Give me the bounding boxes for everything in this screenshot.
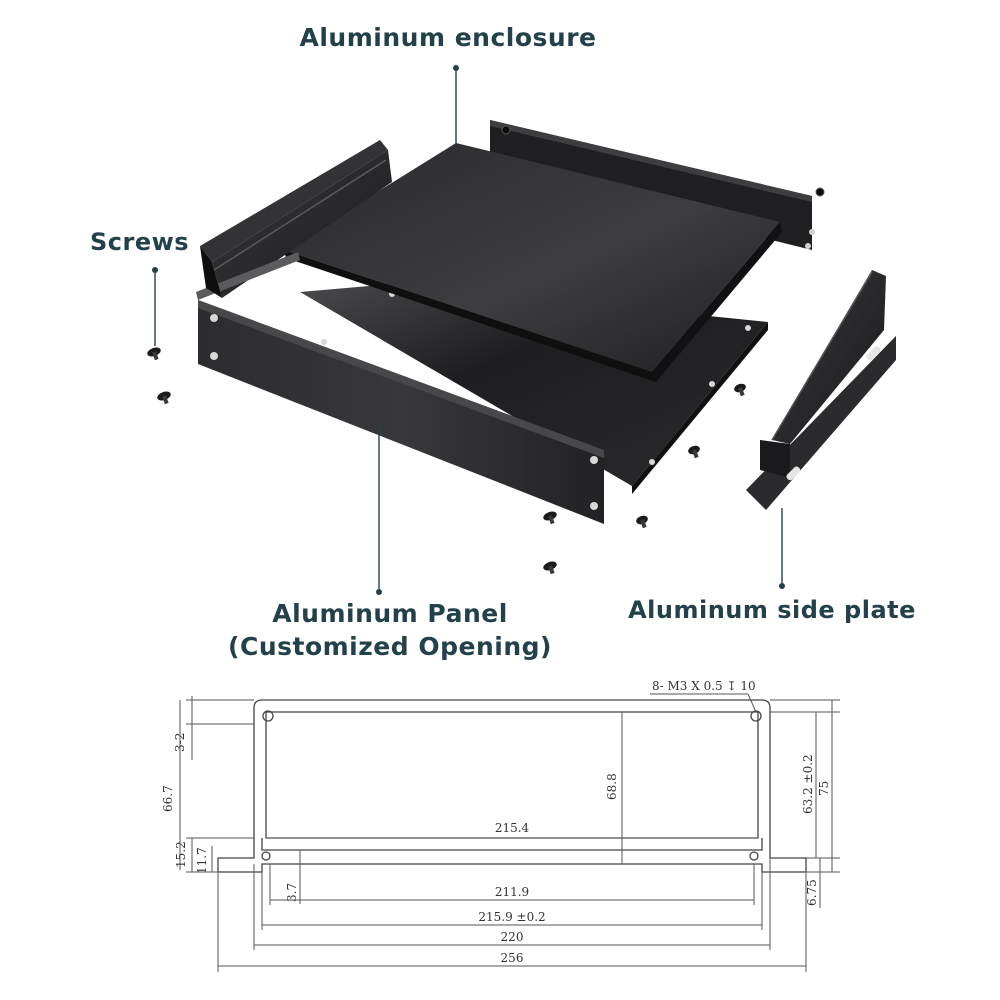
profile-outline <box>217 699 807 873</box>
screw <box>688 445 700 459</box>
screw <box>734 383 746 397</box>
callout-screws: Screws <box>90 228 189 256</box>
dim-63-2: 63.2 ±0.2 <box>801 754 815 814</box>
screws-group <box>147 347 746 575</box>
screw <box>636 515 648 529</box>
top-cover <box>284 143 782 382</box>
callout-customized-opening: (Customized Opening) <box>228 632 552 661</box>
dim-3-7: 3.7 <box>285 883 299 902</box>
left-side-rail <box>196 140 392 300</box>
front-panel <box>198 300 604 524</box>
dim-256: 256 <box>501 951 524 965</box>
callout-aluminum-panel: Aluminum Panel <box>272 599 508 628</box>
callouts: Aluminum enclosure Screws Aluminum Panel… <box>90 23 916 661</box>
profile-drawing: 8- M3 X 0.5 ↧ 10 3-2 66.7 15.2 11.7 3.7 … <box>161 679 840 972</box>
dim-15-2: 15.2 <box>174 841 188 868</box>
screw <box>157 391 171 405</box>
thread-note: 8- M3 X 0.5 ↧ 10 <box>652 679 756 693</box>
screw <box>147 347 161 361</box>
dim-215-4: 215.4 <box>495 821 530 835</box>
dim-211-9: 211.9 <box>495 885 529 899</box>
dim-11-7: 11.7 <box>195 847 209 874</box>
exploded-view <box>147 120 896 575</box>
dim-68-8: 68.8 <box>605 773 619 800</box>
dim-6-75: 6.75 <box>805 879 819 906</box>
screw <box>543 561 557 575</box>
profile-inner <box>265 711 759 839</box>
callout-aluminum-enclosure: Aluminum enclosure <box>300 23 597 52</box>
right-side-plate <box>746 270 896 510</box>
dim-75: 75 <box>817 781 831 796</box>
screw <box>543 511 557 525</box>
dim-215-9: 215.9 ±0.2 <box>478 910 545 924</box>
callout-aluminum-side-plate: Aluminum side plate <box>628 596 916 624</box>
dim-66-7: 66.7 <box>161 785 175 812</box>
dim-220: 220 <box>501 930 524 944</box>
